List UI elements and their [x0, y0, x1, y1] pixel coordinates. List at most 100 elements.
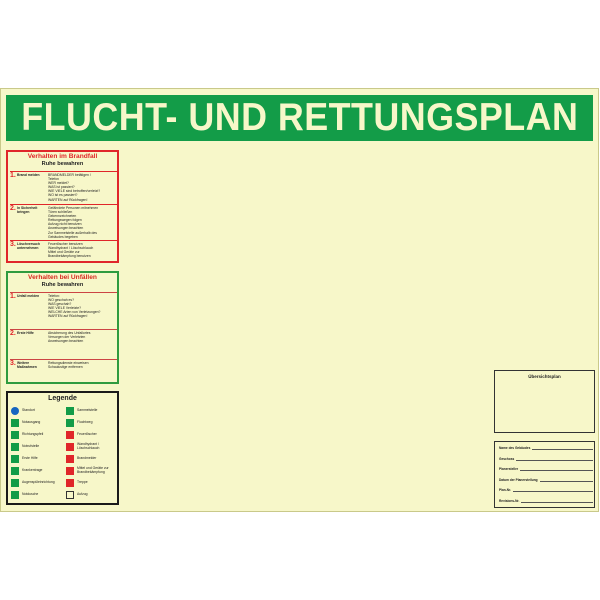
- info-field-label: Revisions-Nr.: [499, 498, 520, 503]
- instruction-line: WIE VIELE Verletzte?: [48, 306, 81, 311]
- legend-item: Fluchtweg: [66, 419, 118, 427]
- wandhydrant-icon: [66, 443, 74, 451]
- instruction-line: Anweisungen beachten: [48, 339, 84, 344]
- legend-item: Standort: [11, 407, 63, 415]
- info-field-label: Plan-Nr.: [499, 488, 512, 492]
- divider: [10, 292, 117, 293]
- legend-label: Wandhydrant / Löschschlauch: [77, 442, 100, 450]
- info-field-label: Datum der Planerstellung: [499, 477, 538, 482]
- notausgang-icon: [11, 419, 19, 427]
- info-field: Datum der Planerstellung: [499, 478, 593, 482]
- info-field-line: [520, 467, 593, 471]
- brandbekaempfung-icon: [66, 467, 74, 475]
- legend-title: Legende: [48, 395, 77, 402]
- instruction-line: Absicherung des Unfallortes: [48, 331, 91, 335]
- legend-item: Sammelstelle: [66, 407, 118, 415]
- divider: [10, 171, 117, 172]
- step-label: In Sicherheit bringen: [17, 206, 38, 215]
- legend-item: Notrufstelle: [11, 443, 63, 451]
- accident-instructions-panel: Verhalten bei Unfällen Ruhe bewahren 1.U…: [6, 271, 119, 384]
- instruction-line: Feuerlöscher benutzen: [48, 242, 83, 246]
- legend-label: Brandmelder: [77, 456, 97, 461]
- step-label: Weitere Maßnahmen: [17, 361, 37, 370]
- erste-hilfe-icon: [11, 455, 19, 463]
- sammelstelle-icon: [66, 407, 74, 415]
- info-field: Planersteller: [499, 467, 593, 471]
- info-field: Geschoss: [499, 457, 593, 461]
- fire-subheading: Ruhe bewahren: [41, 160, 84, 167]
- instruction-line: Türen schließen: [48, 210, 73, 215]
- overview-plan-box: Übersichtsplan: [494, 370, 595, 433]
- info-field: Revisions-Nr.: [499, 499, 593, 503]
- divider: [10, 204, 117, 205]
- legend-item: Aufzug: [66, 491, 118, 499]
- info-field: Name des Gebäudes: [499, 446, 593, 450]
- legend-item: Mittel und Geräte zur Brandbekämpfung: [66, 466, 118, 475]
- info-field-line: [532, 446, 593, 450]
- overview-title: Übersichtsplan: [528, 374, 561, 379]
- instruction-line: WARTEN auf Rückfragen!: [48, 197, 88, 202]
- legend-item: Erste Hilfe: [11, 455, 63, 463]
- info-field-line: [513, 488, 593, 492]
- accident-subheading: Ruhe bewahren: [41, 281, 84, 288]
- instruction-line: Zur Sammelstelle außerhalb des: [48, 230, 97, 235]
- divider: [10, 359, 117, 360]
- instruction-line: Aufzug nicht benutzen: [48, 222, 82, 227]
- legend-label: Fluchtweg: [77, 420, 93, 425]
- fire-instructions-panel: Verhalten im Brandfall Ruhe bewahren 1.B…: [6, 150, 119, 263]
- legend-item: Notausgang: [11, 419, 63, 427]
- legend-item: Krankentrage: [11, 467, 63, 475]
- legend-label: Notausgang: [22, 420, 41, 425]
- step-number: 2.: [10, 330, 16, 337]
- instruction-line: Anweisungen beachten: [48, 226, 84, 231]
- info-field-line: [539, 478, 593, 482]
- info-field-line: [516, 457, 593, 461]
- legend-label: Treppe: [77, 480, 88, 485]
- legend-item: Brandmelder: [66, 455, 118, 463]
- notdusche-icon: [11, 491, 19, 499]
- standort-icon: [11, 407, 19, 415]
- legend-label: Mittel und Geräte zur Brandbekämpfung: [77, 466, 109, 474]
- instruction-line: WAS geschah?: [48, 302, 72, 307]
- instruction-line: WO ist es passiert?: [48, 193, 78, 198]
- augenspueleinrichtung-icon: [11, 479, 19, 487]
- legend-label: Richtungspfeil: [22, 432, 44, 437]
- feuerloescher-icon: [66, 431, 74, 439]
- plan-title: FLUCHT- UND RETTUNGSPLAN: [20, 96, 579, 139]
- instruction-line: Rettungsdienste einweisen: [48, 361, 89, 365]
- step-label: Unfall melden: [17, 294, 40, 298]
- escape-plan-sheet: FLUCHT- UND RETTUNGSPLAN Verhalten im Br…: [0, 88, 599, 512]
- step-number: 2.: [10, 205, 16, 212]
- richtungspfeil-icon: [11, 431, 19, 439]
- legend-item: Augenspüleinrichtung: [11, 479, 63, 487]
- step-label: Brand melden: [17, 173, 40, 177]
- instruction-line: WARTEN auf Rückfragen!: [48, 314, 88, 319]
- brandmelder-icon: [66, 455, 74, 463]
- instruction-line: Brandbekämpfung benutzen: [48, 254, 91, 259]
- legend-label: Aufzug: [77, 492, 88, 497]
- legend-label: Krankentrage: [22, 468, 43, 473]
- legend-label: Standort: [22, 408, 35, 413]
- instruction-line: Schaulustige entfernen: [48, 365, 83, 370]
- instruction-line: Telefon: [48, 177, 59, 182]
- divider: [10, 329, 117, 330]
- notrufstelle-icon: [11, 443, 19, 451]
- aufzug-icon: [66, 491, 74, 499]
- info-field-label: Planersteller: [499, 467, 519, 471]
- legend-item: Wandhydrant / Löschschlauch: [66, 442, 118, 451]
- instruction-line: Rettungswegen folgen: [48, 218, 82, 223]
- legend-label: Augenspüleinrichtung: [22, 480, 55, 485]
- step-label: Erste Hilfe: [17, 331, 34, 335]
- step-number: 1.: [10, 293, 16, 300]
- fire-heading: Verhalten im Brandfall: [27, 153, 98, 160]
- step-number: 1.: [10, 172, 16, 179]
- legend-label: Notdusche: [22, 492, 39, 497]
- instruction-line: WELCHE Arten von Verletzungen?: [48, 310, 101, 315]
- instruction-line: Mittel und Geräte zur: [48, 250, 80, 255]
